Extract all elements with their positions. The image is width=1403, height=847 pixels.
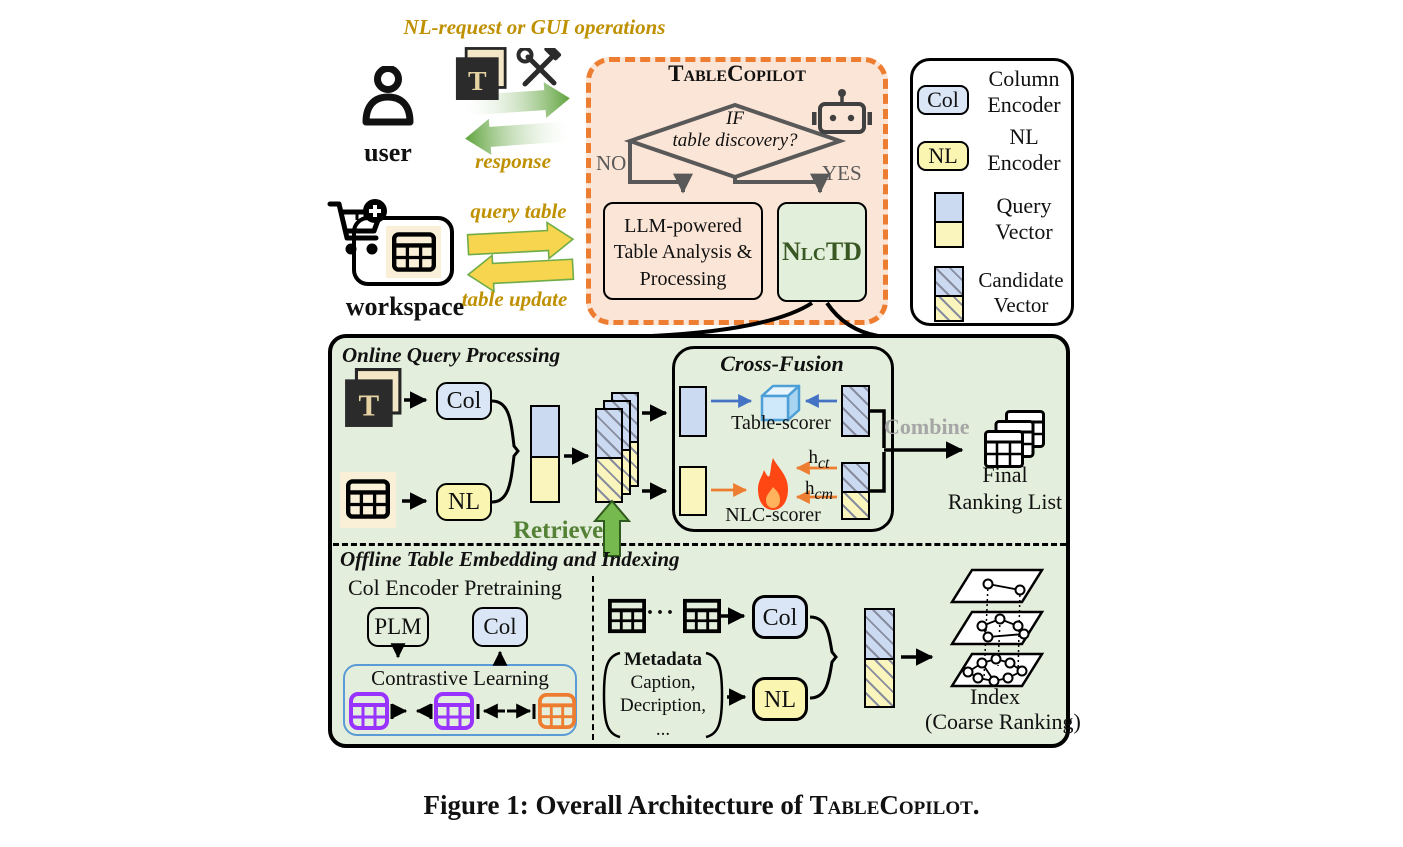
query-table-arrow (466, 221, 575, 261)
frozen-icon (757, 382, 803, 429)
caption-system-name: TableCopilot (809, 790, 973, 820)
index-icon (938, 566, 1050, 701)
combine-label: Combine (884, 414, 970, 439)
retrieve-arrow (592, 499, 632, 557)
svg-text:T: T (468, 66, 487, 97)
cross-fusion-box (672, 346, 894, 532)
decision-diamond (623, 102, 847, 194)
llm-processing-box: LLM-powered Table Analysis & Processing (603, 202, 763, 300)
cross-fusion-title: Cross-Fusion (720, 351, 844, 376)
final-label-line2: Ranking List (947, 489, 1063, 514)
offline-col2-encoder: Col (752, 595, 808, 639)
index-label: Index (969, 684, 1021, 709)
final-label-line1: Final (982, 462, 1028, 487)
nlc-scorer-label: NLC-scorer (725, 504, 821, 526)
online-offline-divider (333, 543, 1066, 546)
user-label: user (364, 138, 412, 167)
table-document-icon: T (455, 46, 507, 107)
encoder-merge-brace (491, 399, 520, 504)
robot-icon (810, 86, 874, 145)
coarse-ranking-label: (Coarse Ranking) (925, 709, 1081, 734)
online-table-doc-icon: T (344, 368, 402, 433)
llm-line2: Table Analysis & (613, 241, 753, 264)
tools-icon (516, 43, 562, 95)
yes-label: YES (822, 161, 862, 185)
legend-candidate-vector-swatch (934, 266, 964, 322)
llm-line1: LLM-powered (624, 215, 742, 237)
positive-table-icon-2 (434, 692, 474, 735)
no-label: NO (596, 151, 627, 175)
legend-col-badge: Col (917, 85, 969, 115)
cf-candidate-nlc-vector (841, 462, 870, 520)
response-arrow (465, 118, 571, 155)
pretraining-label: Col Encoder Pretraining (348, 575, 562, 600)
online-col-encoder: Col (436, 382, 492, 420)
corpus-dots: ··· (646, 600, 677, 626)
legend-nl-badge: NL (917, 141, 969, 171)
fire-icon (751, 456, 795, 519)
diamond-text: IF table discovery? (672, 108, 798, 151)
hct-label: hct (808, 447, 830, 472)
contrastive-learning-box (343, 664, 577, 736)
online-nl-encoder: NL (436, 483, 492, 521)
offline-merge-brace (809, 615, 838, 700)
nlctd-funnel (651, 301, 879, 338)
contrastive-label: Contrastive Learning (371, 666, 549, 690)
positive-table-icon-1 (349, 692, 389, 735)
cf-query-nl-vector (679, 466, 707, 516)
offline-title: Offline Table Embedding and Indexing (340, 547, 680, 571)
corpus-table-icon-2 (683, 598, 721, 639)
legend-query-vector-swatch (934, 192, 964, 248)
metadata-block: Metadata Caption, Decription, ... (606, 648, 720, 741)
query-table-label: query table (470, 199, 567, 223)
candidate-vector-front (595, 408, 623, 503)
cf-query-table-vector (679, 386, 707, 437)
retrieve-label: Retrieve (513, 517, 604, 544)
table-update-label: table update (461, 287, 568, 311)
online-title: Online Query Processing (342, 343, 561, 367)
hcm-label: hcm (805, 478, 833, 503)
metadata-brackets (602, 651, 724, 739)
offline-col-encoder: Col (472, 607, 528, 647)
user-icon (362, 65, 414, 133)
corpus-table-icon-1 (608, 598, 646, 639)
table-scorer-label: Table-scorer (731, 412, 831, 434)
metadata-title: Metadata (623, 649, 703, 670)
plm-box: PLM (367, 607, 429, 647)
nl-request-label: NL-request or GUI operations (403, 15, 666, 39)
contrastive-arrows (390, 703, 536, 719)
cf-candidate-table-vector (841, 385, 870, 437)
tablecopilot-title: TableCopilot (668, 61, 806, 86)
workspace-label: workspace (345, 292, 465, 321)
nlctd-box: NlcTD (777, 202, 867, 302)
svg-text:T: T (359, 388, 380, 423)
offline-nl-encoder: NL (752, 677, 808, 721)
combine-bracket (870, 409, 964, 493)
query-vector (530, 405, 560, 503)
cart-icon (324, 196, 396, 265)
figure-caption: Figure 1: Overall Architecture of TableC… (423, 790, 980, 820)
online-table-icon (346, 478, 390, 525)
negative-table-icon (538, 692, 576, 735)
workspace-table-icon (392, 232, 436, 277)
offline-divider (592, 576, 594, 740)
table-update-arrow (466, 253, 575, 293)
tablecopilot-panel (586, 57, 888, 325)
llm-line3: Processing (639, 267, 727, 290)
response-label: response (475, 149, 551, 173)
index-vector (864, 608, 895, 708)
user-request-arrow (464, 82, 570, 119)
